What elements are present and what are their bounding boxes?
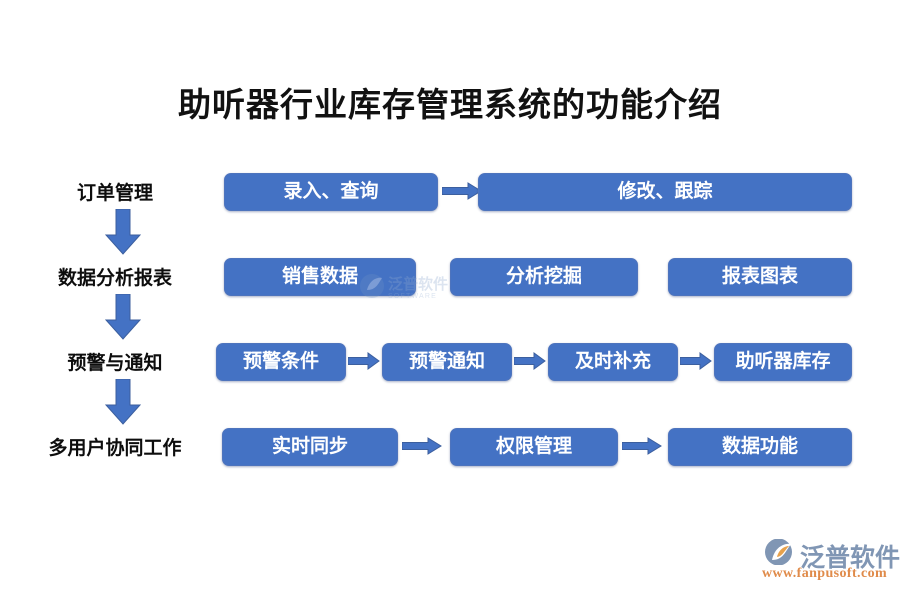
flow-row: 多用户协同工作 实时同步 权限管理 数据功能 [0, 428, 900, 470]
process-box[interactable]: 权限管理 [450, 428, 618, 466]
arrow-right-icon [441, 182, 482, 200]
brand-url: www.fanpusoft.com [762, 566, 888, 581]
page-title: 助听器行业库存管理系统的功能介绍 [178, 88, 722, 124]
arrow-down-icon [104, 293, 142, 340]
arrow-right-icon [513, 352, 554, 370]
stage-label-multi-user-collaboration: 多用户协同工作 [48, 438, 182, 459]
brand-name: 泛普软件 [800, 545, 900, 572]
process-box[interactable]: 录入、查询 [224, 173, 438, 211]
process-box[interactable]: 销售数据 [224, 258, 416, 296]
flow-row: 订单管理 录入、查询 修改、跟踪 [0, 173, 900, 215]
arrow-right-icon [401, 437, 442, 455]
process-box[interactable]: 分析挖掘 [450, 258, 638, 296]
arrow-down-icon [104, 208, 142, 255]
process-box[interactable]: 数据功能 [668, 428, 852, 466]
process-box[interactable]: 报表图表 [668, 258, 852, 296]
stage-label-order-management: 订单管理 [76, 183, 153, 204]
flow-row: 数据分析报表 销售数据 分析挖掘 报表图表 [0, 258, 900, 300]
process-box[interactable]: 实时同步 [222, 428, 398, 466]
arrow-down-icon [104, 378, 142, 425]
stage-label-data-analysis-report: 数据分析报表 [57, 268, 172, 289]
fanpu-logo-icon [762, 538, 796, 566]
process-box[interactable]: 预警条件 [216, 343, 346, 381]
process-box[interactable]: 及时补充 [548, 343, 678, 381]
arrow-right-icon [621, 437, 662, 455]
process-box[interactable]: 预警通知 [382, 343, 512, 381]
stage-label-alert-notification: 预警与通知 [67, 353, 163, 374]
flow-diagram: 订单管理 录入、查询 修改、跟踪 数据分析报表 销售数据 分析挖掘 报表图表 预… [0, 160, 900, 490]
arrow-right-icon [679, 352, 720, 370]
brand-logo: 泛普软件 www.fanpusoft.com [762, 538, 900, 586]
process-box[interactable]: 修改、跟踪 [478, 173, 852, 211]
process-box[interactable]: 助听器库存 [714, 343, 852, 381]
arrow-right-icon [347, 352, 388, 370]
flow-row: 预警与通知 预警条件 预警通知 及时补充 助听器库存 [0, 343, 900, 385]
